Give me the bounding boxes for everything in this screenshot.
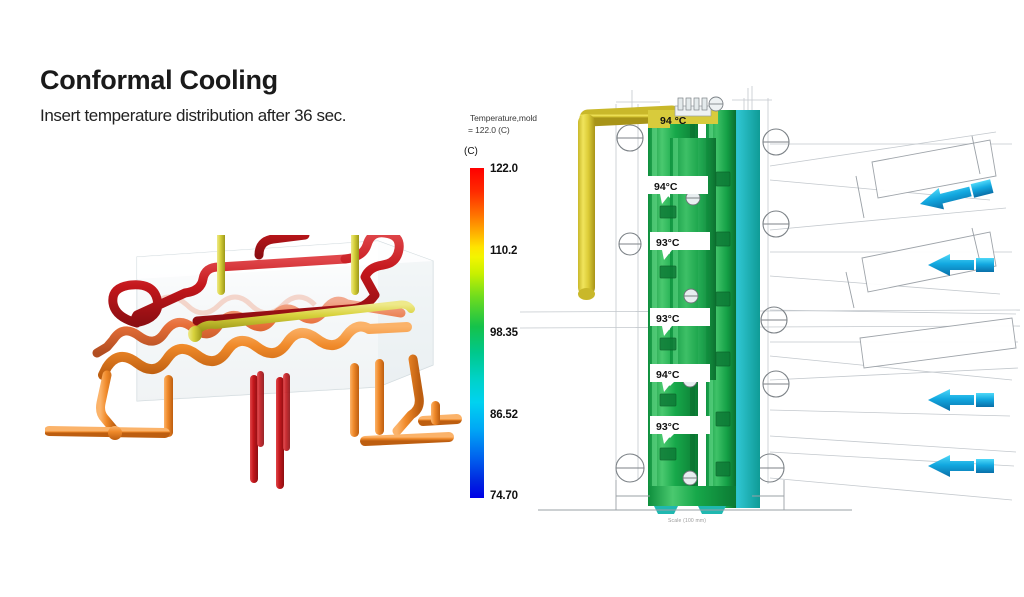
- callout-label-5: 94°C: [656, 369, 680, 381]
- legend-title-line-2: = 122.0 (C): [468, 125, 510, 135]
- callout-label-1: 94 °C: [660, 115, 687, 127]
- colorbar-tick-4: 86.52: [490, 409, 518, 421]
- callout-label-3: 93°C: [656, 237, 680, 249]
- cooling-channel-red-legs: [250, 371, 290, 489]
- page-title: Conformal Cooling: [40, 65, 278, 95]
- callout-label-6: 93°C: [656, 421, 680, 433]
- callout-label-2: 94°C: [654, 181, 678, 193]
- callout-6: 93°C: [650, 416, 710, 444]
- colorbar-tick-2: 110.2: [490, 245, 518, 257]
- flow-arrows: [920, 179, 994, 477]
- dimension-baseline: [538, 480, 852, 511]
- datum-circle-symbols: [615, 124, 790, 483]
- cad-svg: Scale (100 mm) 94 °C 94°C 93°C 93°C: [520, 86, 1020, 524]
- page-subtitle: Insert temperature distribution after 36…: [40, 106, 347, 125]
- cooling-channel-orange-serpentine: [98, 321, 412, 380]
- callout-2: 94°C: [648, 176, 708, 204]
- colorbar-tick-3: 98.35: [490, 327, 518, 339]
- callout-4: 93°C: [650, 308, 710, 336]
- scale-note: Scale (100 mm): [668, 518, 706, 524]
- cooling-channel-yellow: [188, 235, 415, 342]
- flow-arrow-4: [928, 455, 994, 477]
- legend-unit-label: (C): [464, 146, 478, 157]
- flow-arrow-1: [920, 179, 994, 210]
- colorbar-tick-max: 122.0: [490, 163, 518, 175]
- callout-label-4: 93°C: [656, 313, 680, 325]
- callout-3: 93°C: [650, 232, 710, 260]
- colorbar-gradient: [470, 168, 484, 498]
- leader-callout-boxes: [845, 135, 1017, 369]
- cooling-channel-orange-legs: [45, 354, 462, 446]
- flow-arrow-2: [928, 254, 994, 276]
- flow-arrow-3: [928, 389, 994, 411]
- conformal-cooling-3d-render: [45, 235, 465, 505]
- legend-title-line-1: Temperature,mold: [470, 113, 537, 123]
- mold-top-cap-assembly: [648, 96, 724, 128]
- temperature-colorbar-legend: Temperature,mold = 122.0 (C) (C) 122.0 1…: [464, 112, 578, 507]
- callout-5: 94°C: [650, 364, 710, 392]
- mold-insert-section-drawing: Scale (100 mm) 94 °C 94°C 93°C 93°C: [520, 80, 1020, 550]
- colorbar-tick-min: 74.70: [490, 490, 518, 502]
- temperature-callouts: 94 °C 94°C 93°C 93°C 94°C: [648, 115, 710, 444]
- internal-detail-marks: [659, 171, 731, 486]
- model-svg: [45, 235, 462, 489]
